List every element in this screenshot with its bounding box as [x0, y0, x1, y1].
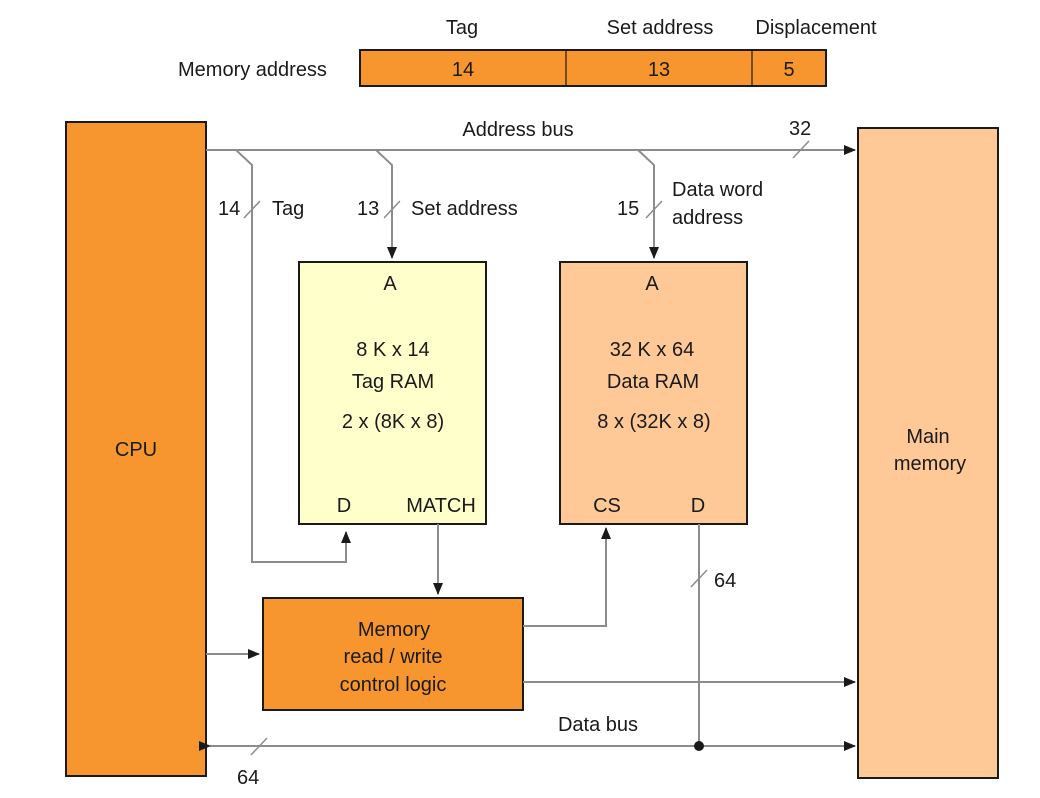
address-bus-width: 32 [789, 118, 811, 140]
bus-junction-dot [694, 741, 704, 751]
bus-width-slash [243, 200, 261, 219]
set-address-line-label: Set address [411, 198, 518, 220]
bus-width-slash [645, 200, 663, 219]
tag-width: 14 [218, 198, 240, 220]
tag-ram-size: 8 K x 14 [356, 339, 429, 361]
control-logic-label: Memory [358, 619, 430, 641]
chip-select-line [523, 527, 611, 627]
set-address-width: 13 [357, 198, 379, 220]
field-bits-tag: 14 [452, 59, 474, 81]
tag-ram-port-match: MATCH [406, 495, 476, 517]
field-header-displacement: Displacement [755, 17, 877, 39]
tag-ram-port-d: D [337, 495, 351, 517]
data-ram-output-width: 64 [714, 570, 736, 592]
data-ram-port-cs: CS [593, 495, 621, 517]
data-word-address-width: 15 [617, 198, 639, 220]
field-bits-set-address: 13 [648, 59, 670, 81]
tag-ram-block [298, 261, 487, 525]
control-logic-block [262, 597, 524, 711]
control-logic-label: control logic [340, 674, 447, 696]
data-ram-size: 32 K x 64 [610, 339, 695, 361]
field-header-set-address: Set address [607, 17, 714, 39]
data-bus-width: 64 [237, 767, 259, 789]
data-word-address-label: Data word [672, 179, 763, 201]
main-memory-block [857, 127, 999, 779]
data-ram-port-d: D [691, 495, 705, 517]
field-header-tag: Tag [446, 17, 478, 39]
data-ram-port-a: A [645, 273, 659, 295]
cpu-label: CPU [115, 439, 157, 461]
control-logic-label: read / write [344, 646, 443, 668]
data-word-address-line [637, 149, 659, 259]
tag-ram-title: Tag RAM [352, 371, 434, 393]
set-address-line [375, 149, 397, 259]
data-ram-organization: 8 x (32K x 8) [597, 411, 710, 433]
tag-line-label: Tag [272, 198, 304, 220]
main-memory-label: Main [906, 426, 949, 448]
bus-width-slash [383, 200, 401, 219]
data-ram-title: Data RAM [607, 371, 699, 393]
bus-width-slash [792, 140, 810, 159]
tag-line [235, 149, 351, 563]
data-bus-label: Data bus [558, 714, 638, 736]
data-word-address-label: address [672, 207, 743, 229]
memory-address-label: Memory address [178, 59, 327, 81]
memory-address-bar [359, 49, 827, 87]
main-memory-label: memory [894, 453, 966, 475]
bus-width-slash [250, 737, 268, 756]
cpu-block [65, 121, 207, 777]
tag-ram-organization: 2 x (8K x 8) [342, 411, 444, 433]
bus-width-slash [690, 569, 708, 588]
data-ram-block [559, 261, 748, 525]
address-bus-label: Address bus [462, 119, 573, 141]
field-bits-displacement: 5 [783, 59, 794, 81]
tag-ram-port-a: A [383, 273, 397, 295]
